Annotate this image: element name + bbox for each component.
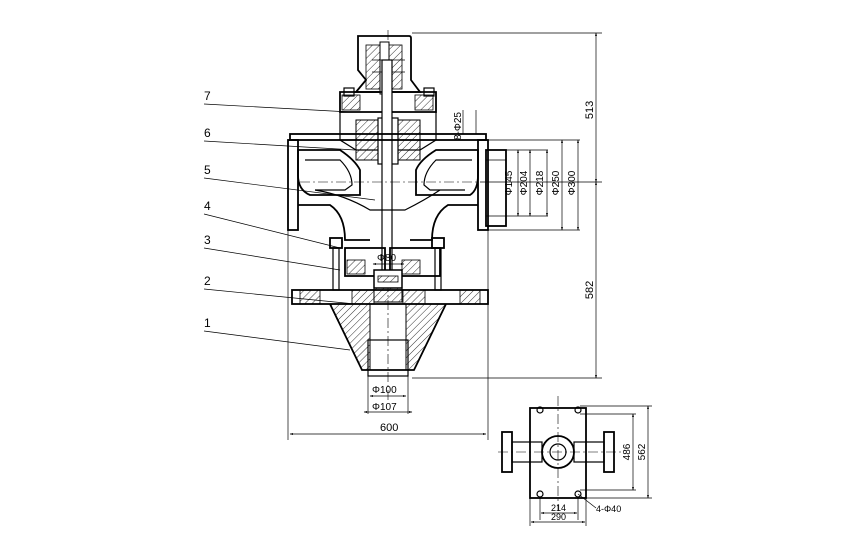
dim-513: 513: [584, 101, 596, 119]
part-label-2: 2: [204, 274, 211, 288]
outlet-port: [485, 149, 507, 227]
part-label-4: 4: [204, 199, 211, 213]
dim-8-phi-25: 8-Φ25: [453, 112, 464, 140]
bore-dimensions: Φ145 Φ204 Φ218 Φ250 Φ300: [486, 139, 580, 231]
dim-290: 290: [551, 512, 566, 522]
dim-phi-145: Φ145: [504, 170, 515, 195]
outlet-diameters: Φ100 Φ107: [363, 376, 413, 414]
lower-chamber: [291, 237, 489, 377]
dim-phi-218: Φ218: [535, 170, 546, 195]
plan-view: 486 562 214 290 4-Φ40: [498, 396, 652, 526]
height-dimensions: 513 582: [412, 32, 602, 379]
overall-width: 600: [287, 230, 489, 440]
dim-214: 214: [551, 503, 566, 513]
dim-562: 562: [637, 443, 648, 460]
dim-582: 582: [584, 281, 596, 299]
part-label-3: 3: [204, 233, 211, 247]
dim-phi-80: Φ80: [377, 253, 397, 264]
valve-body: [287, 133, 489, 241]
part-label-5: 5: [204, 163, 211, 177]
seat-diameter: Φ80: [372, 253, 405, 266]
dim-phi-204: Φ204: [519, 170, 530, 195]
dim-phi-107: Φ107: [372, 402, 397, 413]
dim-600: 600: [380, 422, 398, 434]
part-label-6: 6: [204, 126, 211, 140]
section-view: 7 6 5 4 3 2 1 513 582: [203, 30, 602, 440]
part-label-1: 1: [204, 316, 211, 330]
dim-phi-100: Φ100: [372, 385, 397, 396]
dim-phi-250: Φ250: [551, 170, 562, 195]
bolt-hole-callout: 8-Φ25: [453, 110, 477, 140]
dim-phi-300: Φ300: [567, 170, 578, 195]
part-labels: 7 6 5 4 3 2 1: [204, 89, 211, 330]
dim-4-phi-40: 4-Φ40: [596, 504, 621, 514]
part-leaders: [203, 103, 376, 351]
part-label-7: 7: [204, 89, 211, 103]
dim-486: 486: [622, 443, 633, 460]
